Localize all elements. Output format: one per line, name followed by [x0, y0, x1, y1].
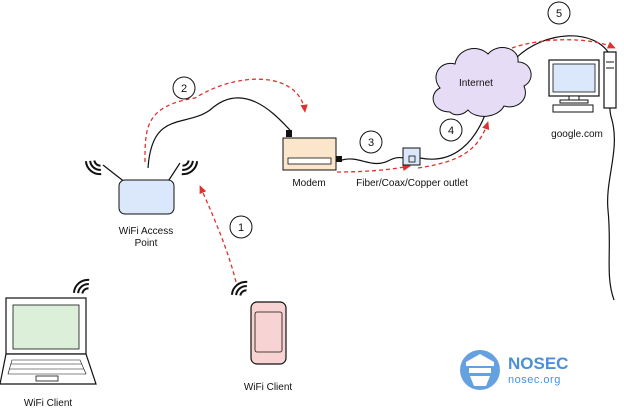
wifi-signal-icon	[181, 160, 199, 176]
cable-internet-to-server	[515, 35, 615, 301]
modem: Modem	[282, 130, 342, 189]
laptop-client-label: WiFi Client	[24, 398, 73, 409]
step-2-marker: 2	[172, 76, 196, 100]
logo-domain: nosec.org	[508, 374, 561, 386]
step-2-label: 2	[181, 83, 187, 95]
outlet: Fiber/Coax/Copper outlet	[356, 147, 468, 189]
arrow-step-4	[417, 121, 490, 169]
phone-client-label: WiFi Client	[244, 382, 293, 393]
step-4-marker: 4	[439, 118, 463, 142]
laptop-client: WiFi Client	[0, 278, 97, 409]
arrow-step-3	[336, 163, 411, 173]
step-3-label: 3	[368, 137, 374, 149]
step-3-marker: 3	[359, 130, 383, 154]
step-4-label: 4	[448, 125, 454, 137]
nosec-logo: NOSEC nosec.org	[460, 350, 568, 390]
modem-label: Modem	[292, 178, 325, 189]
wifi-signal-icon	[72, 278, 90, 294]
wifi-signal-icon	[84, 160, 102, 176]
arrow-step-1	[199, 185, 237, 283]
step-5-label: 5	[556, 8, 562, 20]
arrow-step-5	[511, 39, 616, 49]
logo-name: NOSEC	[508, 354, 568, 373]
server-desktop: google.com	[548, 51, 617, 140]
phone-client: WiFi Client	[230, 280, 293, 393]
internet-label: Internet	[459, 78, 493, 89]
access-point-label-line2: Point	[135, 238, 158, 249]
cable-modem-to-outlet	[341, 156, 405, 165]
server-label: google.com	[551, 129, 603, 140]
step-1-label: 1	[238, 222, 244, 234]
wifi-signal-icon	[230, 280, 248, 296]
step-5-marker: 5	[547, 1, 571, 25]
arrow-step-2	[144, 78, 308, 163]
cable-ap-to-modem	[147, 97, 291, 169]
internet-cloud: Internet	[432, 47, 532, 117]
access-point-label-line1: WiFi Access	[119, 226, 173, 237]
outlet-label: Fiber/Coax/Copper outlet	[356, 178, 468, 189]
step-1-marker: 1	[229, 215, 253, 239]
cable-outlet-to-internet	[419, 114, 486, 160]
access-point: WiFi Access Point	[84, 160, 199, 249]
